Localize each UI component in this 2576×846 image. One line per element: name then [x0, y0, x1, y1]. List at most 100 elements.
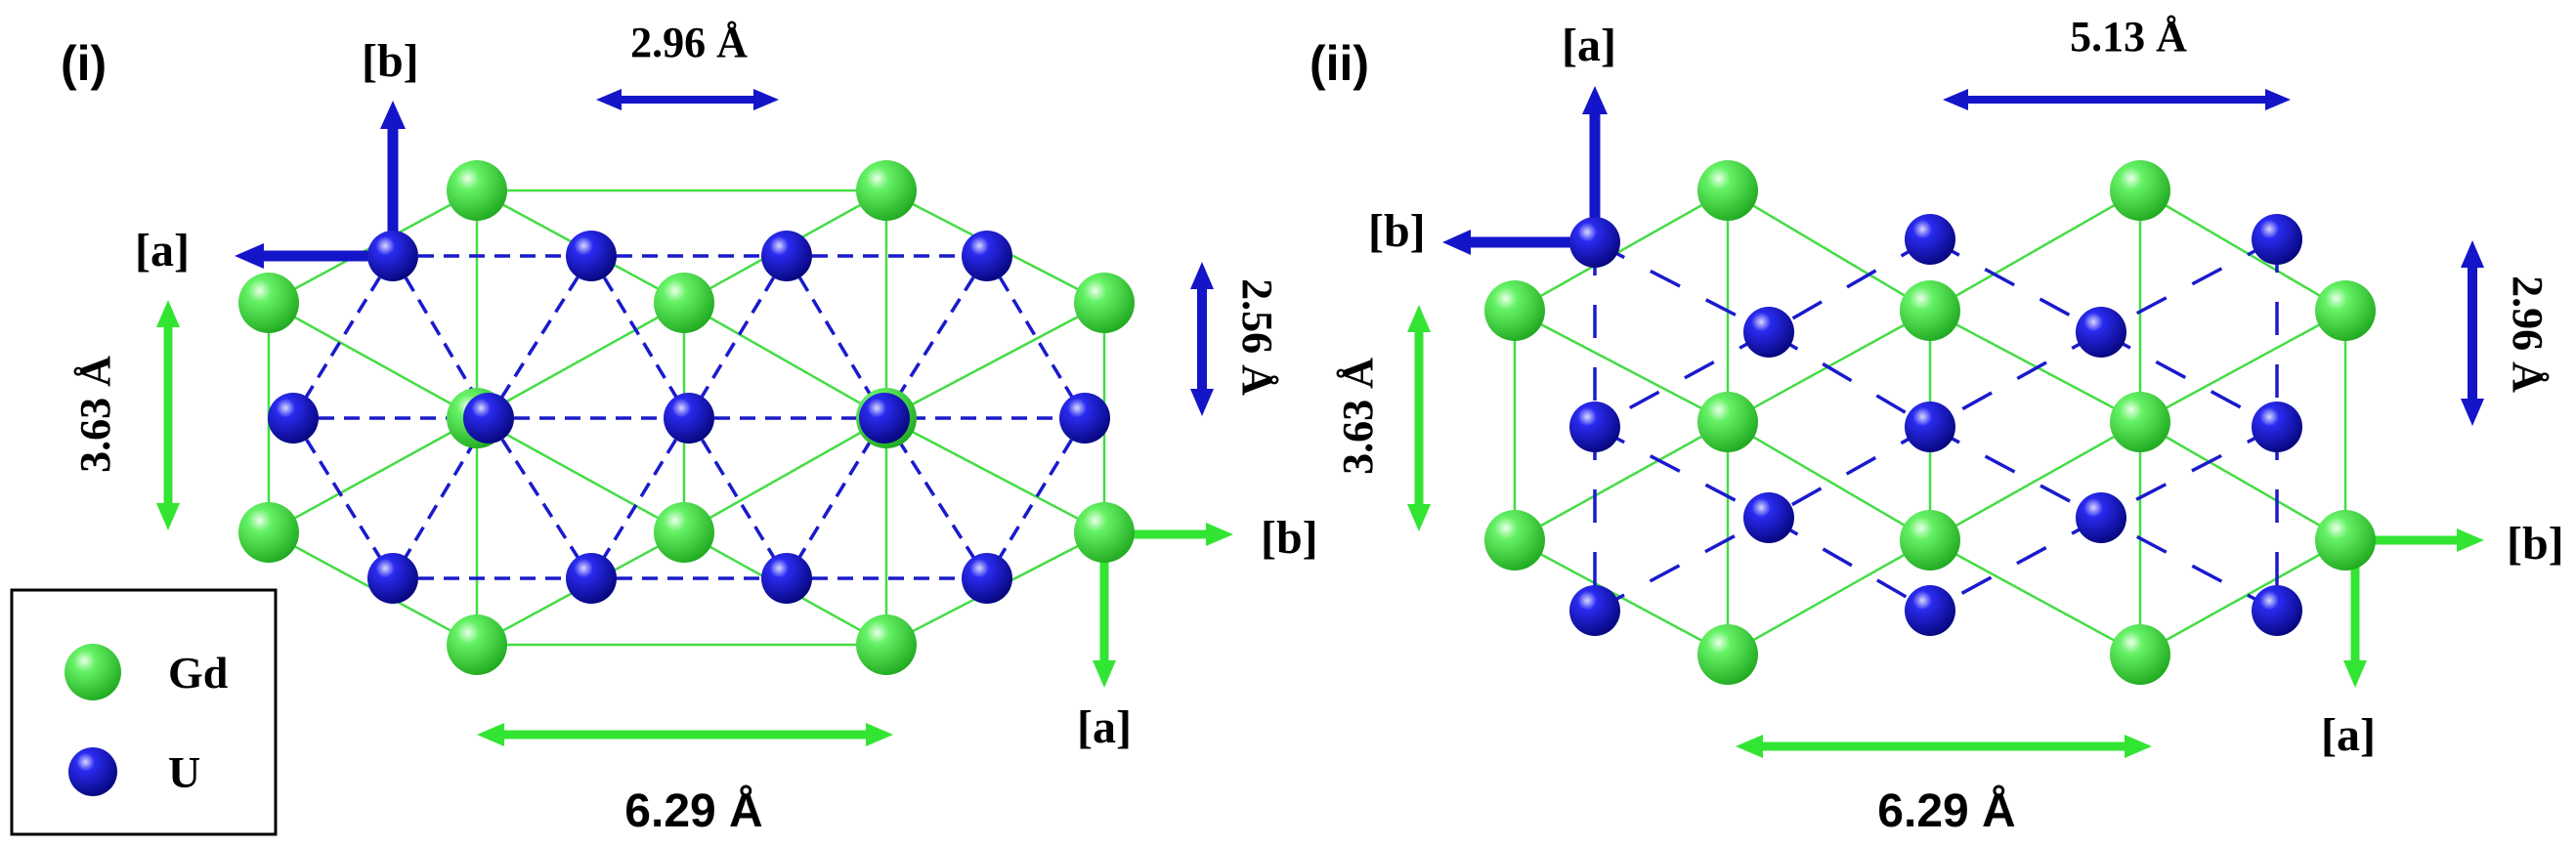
gd-bond [1929, 309, 2141, 424]
u-dashed-bond [1768, 516, 1931, 613]
gd-bond [476, 301, 685, 420]
gd-atom [2110, 624, 2170, 685]
gd-bond [683, 416, 887, 534]
panel-ii-axis-a-top-label: [a] [1562, 20, 1616, 71]
gd-bond [1727, 538, 1931, 656]
u-dashed-bond [1768, 425, 1931, 520]
legend-gd-label: Gd [168, 648, 229, 698]
gd-bond [1929, 420, 2141, 542]
panel-ii: (ii) [a] [b] [b] [a] 5.1 [1309, 13, 2564, 837]
u-atom [761, 231, 812, 281]
gd-atom [1484, 280, 1545, 341]
gd-atom [1697, 392, 1758, 452]
gd-bond [2139, 309, 2346, 424]
gd-atom [2315, 510, 2376, 571]
gd-bond [2139, 538, 2346, 656]
u-dashed-bond [487, 255, 593, 419]
panel-i-axis-b-top-label: [b] [362, 35, 419, 87]
legend-u-label: U [168, 747, 200, 797]
gd-bond [1727, 420, 1931, 542]
panel-i-axis-a-left-label: [a] [135, 225, 190, 276]
panel-i: (i) [b] [a] [b] [a] 2.96 [61, 19, 1318, 837]
panel-ii-dim-bottom-label: 6.29 Å [1877, 784, 2015, 837]
gd-bond [683, 301, 887, 420]
panel-i-dim-top-label: 2.96 Å [630, 19, 748, 66]
u-atom [859, 393, 910, 444]
gd-atom [856, 160, 917, 221]
panel-i-dim-bottom-label: 6.29 Å [624, 784, 762, 837]
u-dashed-bond [1594, 516, 1770, 613]
panel-ii-dim-bottom-arrow [1736, 735, 2152, 758]
u-atom [566, 231, 617, 281]
panel-i-dim-bottom-arrow [477, 723, 893, 746]
panel-ii-gd-bonds [1513, 189, 2347, 656]
gd-atom [447, 160, 507, 221]
gd-atom [2110, 392, 2170, 452]
panel-i-axis-b-right-label: [b] [1261, 512, 1318, 564]
gd-atom [654, 502, 714, 563]
gd-bond [885, 301, 1105, 420]
panel-i-dim-right-arrow [1190, 262, 1214, 416]
panel-i-label: (i) [61, 36, 107, 91]
gd-atom [1697, 160, 1758, 221]
u-atom [1743, 492, 1794, 543]
panel-ii-dim-right-label: 2.96 Å [2504, 275, 2552, 393]
legend-box [10, 588, 278, 836]
u-dashed-bond [589, 417, 691, 579]
u-dashed-bond [1929, 516, 2102, 613]
u-dashed-bond [2100, 516, 2278, 613]
gd-bond [1929, 538, 2141, 656]
u-atom [1905, 402, 1955, 452]
u-atom [1569, 402, 1620, 452]
gd-atom [1697, 624, 1758, 685]
u-atom [962, 231, 1012, 281]
panel-ii-dim-left-label: 3.63 Å [1334, 358, 1382, 475]
legend-u-swatch [68, 747, 117, 796]
gd-atom [2110, 160, 2170, 221]
u-dashed-bond [2100, 237, 2278, 334]
u-dashed-bond [291, 417, 395, 579]
gd-atom [238, 502, 299, 563]
u-atom [2076, 492, 2126, 543]
gd-bond [268, 301, 478, 420]
u-dashed-bond [882, 255, 989, 419]
gd-atom [447, 614, 507, 675]
u-dashed-bond [687, 417, 789, 579]
u-atom [962, 553, 1012, 604]
gd-bond [885, 416, 1105, 534]
gd-bond [1514, 420, 1729, 542]
u-atom [1905, 585, 1955, 636]
gd-atom [1484, 510, 1545, 571]
panel-i-dim-right-label: 2.56 Å [1233, 278, 1281, 396]
panel-ii-dim-right-arrow [2461, 240, 2484, 426]
u-atom [1059, 393, 1110, 444]
gd-atom [2315, 280, 2376, 341]
u-atom [2076, 307, 2126, 358]
panel-ii-dim-top-arrow [1943, 89, 2291, 110]
u-dashed-bond [1768, 237, 1931, 334]
gd-atom [1900, 280, 1960, 341]
u-atom [1569, 585, 1620, 636]
u-dashed-bond [687, 255, 789, 419]
gd-atom [654, 273, 714, 333]
panel-i-dim-left-arrow [156, 300, 180, 530]
gd-bond [476, 416, 685, 534]
legend-gd-swatch [64, 644, 121, 700]
u-atom [566, 553, 617, 604]
u-dashed-bond [1594, 240, 1770, 334]
gd-bond [2139, 420, 2346, 542]
gd-bond [2139, 189, 2346, 313]
gd-bond [1929, 189, 2141, 313]
u-atom [664, 393, 714, 444]
gd-bond [1514, 309, 1729, 424]
u-atom [463, 393, 514, 444]
u-dashed-bond [487, 417, 593, 579]
gd-atom [1074, 502, 1135, 563]
u-dashed-bond [785, 255, 886, 419]
panel-ii-dim-left-arrow [1407, 305, 1431, 531]
panel-i-axis-a-bottom-label: [a] [1077, 701, 1132, 753]
u-dashed-bond [985, 255, 1087, 419]
panel-ii-axis-b-right-label: [b] [2507, 518, 2564, 570]
u-dashed-bond [785, 417, 886, 579]
